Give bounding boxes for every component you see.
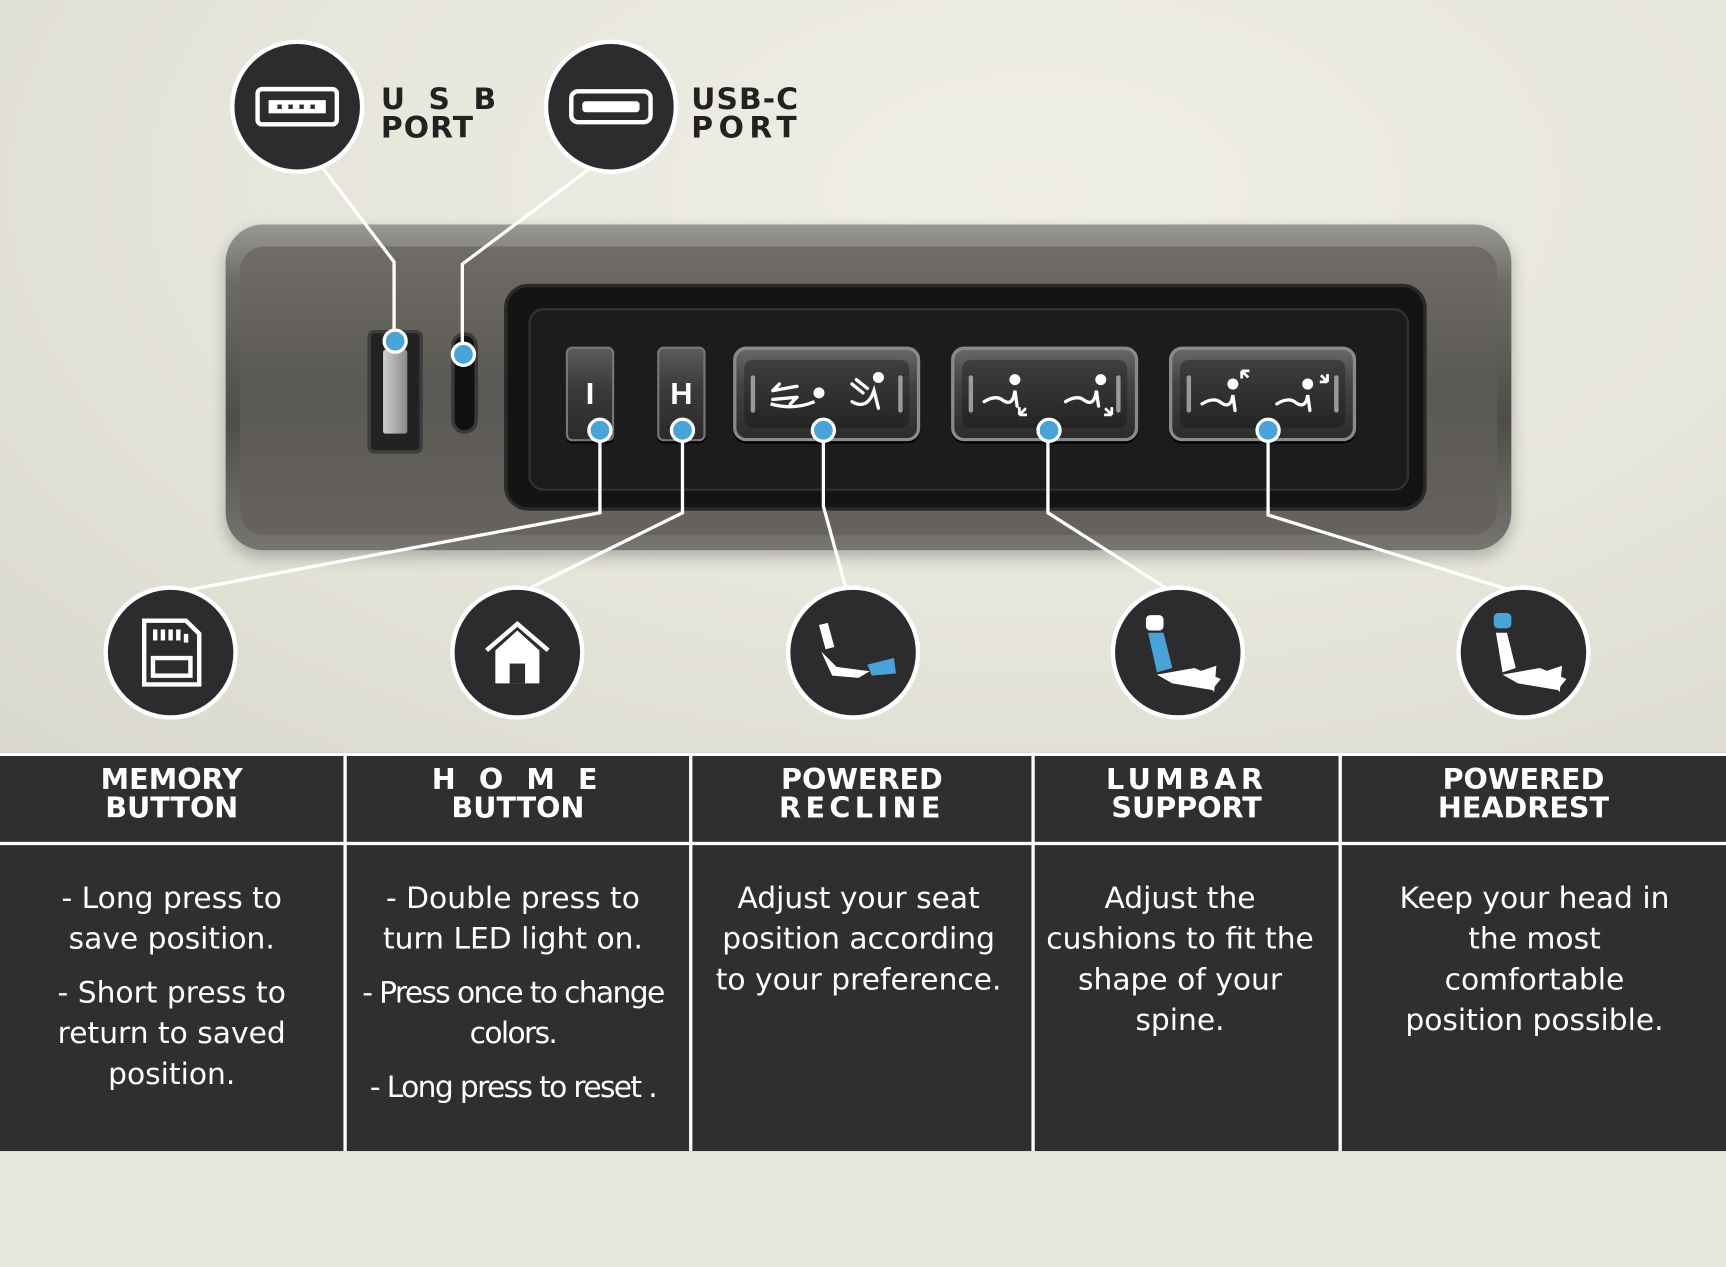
lumbar-chair-icon	[1145, 615, 1221, 693]
headrest-marker	[1255, 417, 1281, 443]
headrest-title: POWERED HEADREST	[1437, 763, 1610, 826]
callout-lines	[164, 159, 1524, 596]
home-description: - Double press to turn LED light on. - P…	[362, 881, 665, 1105]
headrest-description: Keep your head in the most comfortable p…	[1399, 881, 1670, 1038]
sd-card-memory-icon	[141, 618, 202, 687]
usb-port-label-line1: U S B	[380, 82, 503, 117]
memory-description: - Long press to save position. - Short p…	[57, 881, 286, 1092]
memory-title: MEMORY BUTTON	[100, 763, 243, 826]
usb-c-port-callout	[548, 44, 674, 170]
recline-title: POWERED RECLINE	[779, 763, 945, 826]
home-key-label: H	[670, 376, 693, 411]
recline-description: Adjust your seat position according to y…	[715, 881, 1002, 997]
headrest-arrows-icon	[1186, 369, 1339, 413]
usb-c-port-label-line1: USB-C	[691, 82, 800, 117]
usb-port-callout	[234, 44, 360, 170]
recline-rocker-switch[interactable]	[733, 346, 921, 442]
recline-chair-icon	[818, 622, 897, 678]
feature-table-header	[0, 752, 1726, 846]
memory-key-label: I	[585, 376, 595, 411]
home-icon	[485, 621, 550, 684]
usb-port-label: U S B PORT	[380, 82, 503, 146]
feature-table: MEMORY BUTTON H O M E BUTTON POWERED REC…	[0, 752, 1726, 1152]
usb-c-port-marker	[450, 341, 477, 367]
home-callout	[454, 589, 581, 716]
headrest-callout	[1460, 589, 1587, 716]
lumbar-description: Adjust the cushions to fit the shape of …	[1046, 881, 1314, 1038]
headrest-chair-icon	[1493, 612, 1567, 693]
lumbar-title: LUMBAR SUPPORT	[1105, 763, 1268, 826]
usb-c-port-label-line2: PORT	[691, 111, 803, 146]
usb-port-label-line2: PORT	[380, 111, 475, 146]
lumbar-callout	[1115, 589, 1241, 716]
home-key-marker	[669, 417, 696, 443]
usb-a-icon	[255, 86, 340, 127]
lumbar-arrows-icon	[968, 374, 1121, 417]
recline-callout	[790, 589, 916, 716]
memory-callout	[107, 589, 234, 716]
memory-key-marker	[587, 417, 613, 443]
usb-port-marker	[382, 328, 408, 354]
home-title: H O M E BUTTON	[431, 763, 605, 826]
usb-c-icon	[569, 89, 653, 125]
recline-arrows-icon	[750, 371, 903, 413]
lumbar-marker	[1036, 417, 1062, 443]
recline-marker	[810, 417, 837, 443]
usb-c-port-label: USB-C PORT	[691, 82, 803, 146]
